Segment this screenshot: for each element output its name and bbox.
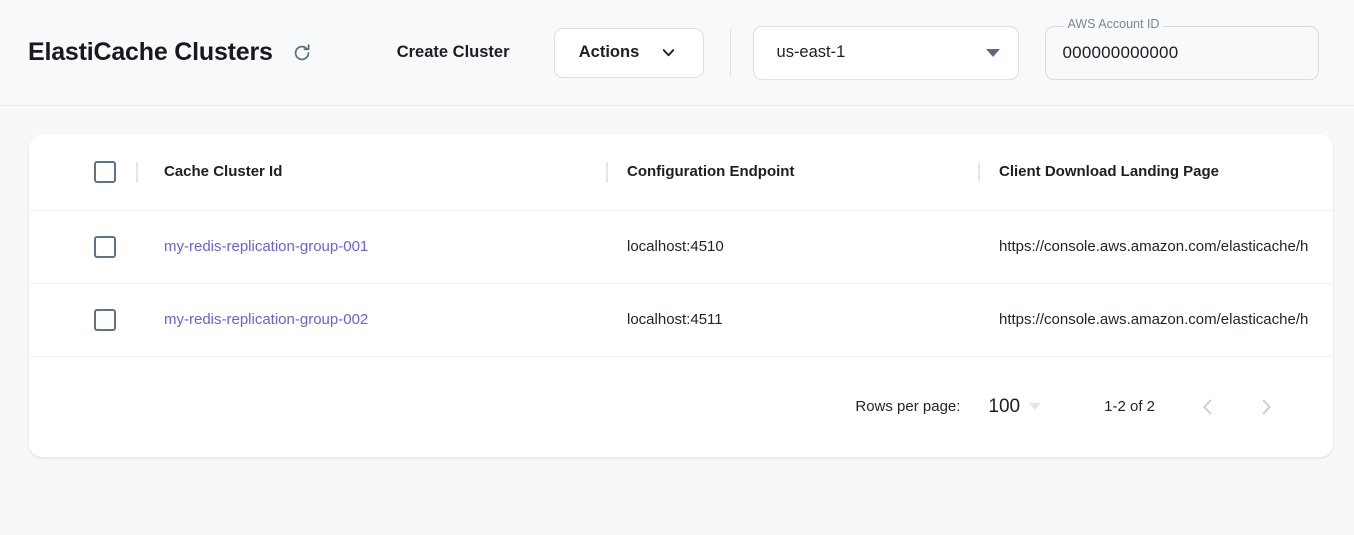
chevron-right-icon bbox=[1255, 396, 1277, 418]
rows-per-page-label: Rows per page: bbox=[855, 398, 961, 415]
cell-configuration-endpoint: localhost:4511 bbox=[606, 311, 978, 329]
rows-per-page-select[interactable]: 100 bbox=[988, 395, 1042, 418]
column-divider bbox=[978, 163, 980, 181]
previous-page-button[interactable] bbox=[1188, 387, 1228, 427]
clusters-table: Cache Cluster Id Configuration Endpoint … bbox=[29, 134, 1333, 456]
refresh-button[interactable] bbox=[289, 40, 315, 66]
region-select[interactable]: us-east-1 bbox=[752, 25, 1019, 80]
column-header-label: Cache Cluster Id bbox=[164, 163, 283, 180]
next-page-button[interactable] bbox=[1246, 387, 1286, 427]
cell-cache-cluster-id: my-redis-replication-group-002 bbox=[136, 311, 606, 329]
triangle-down-icon bbox=[985, 48, 1000, 57]
aws-account-id-field[interactable]: AWS Account ID bbox=[1044, 16, 1319, 80]
cluster-id-link[interactable]: my-redis-replication-group-002 bbox=[164, 311, 369, 328]
column-divider bbox=[606, 162, 608, 183]
pagination-bar: Rows per page: 100 1-2 of 2 bbox=[29, 357, 1333, 456]
app-header: ElastiCache Clusters Create Cluster Acti… bbox=[0, 0, 1354, 106]
region-select-value: us-east-1 bbox=[776, 43, 846, 61]
chevron-down-icon bbox=[659, 43, 678, 62]
table-header-row: Cache Cluster Id Configuration Endpoint … bbox=[29, 134, 1333, 211]
landing-page-value: https://console.aws.amazon.com/elasticac… bbox=[999, 311, 1309, 328]
page-title: ElastiCache Clusters bbox=[28, 38, 273, 66]
select-all-cell bbox=[29, 161, 136, 183]
row-checkbox[interactable] bbox=[94, 309, 116, 331]
chevron-left-icon bbox=[1197, 396, 1219, 418]
column-header-client-download-landing-page[interactable]: Client Download Landing Page bbox=[978, 163, 1333, 181]
cell-client-download-landing-page: https://console.aws.amazon.com/elasticac… bbox=[978, 238, 1333, 256]
cell-client-download-landing-page: https://console.aws.amazon.com/elasticac… bbox=[978, 311, 1333, 329]
landing-page-value: https://console.aws.amazon.com/elasticac… bbox=[999, 238, 1309, 255]
configuration-endpoint-value: localhost:4510 bbox=[627, 238, 724, 255]
triangle-down-icon bbox=[1029, 403, 1042, 410]
column-divider bbox=[136, 162, 138, 183]
column-header-label: Configuration Endpoint bbox=[627, 163, 795, 180]
pagination-range: 1-2 of 2 bbox=[1104, 398, 1155, 415]
cluster-id-link[interactable]: my-redis-replication-group-001 bbox=[164, 238, 369, 255]
actions-button[interactable]: Actions bbox=[553, 27, 704, 78]
rows-per-page-value: 100 bbox=[988, 395, 1021, 417]
column-header-configuration-endpoint[interactable]: Configuration Endpoint bbox=[606, 162, 978, 183]
actions-button-label: Actions bbox=[578, 43, 640, 61]
cell-cache-cluster-id: my-redis-replication-group-001 bbox=[136, 238, 606, 256]
table-row: my-redis-replication-group-002 localhost… bbox=[29, 284, 1333, 357]
row-select-cell bbox=[29, 236, 136, 258]
title-group: ElastiCache Clusters bbox=[28, 38, 315, 67]
table-row: my-redis-replication-group-001 localhost… bbox=[29, 211, 1333, 284]
column-header-cache-cluster-id[interactable]: Cache Cluster Id bbox=[136, 162, 606, 183]
row-checkbox[interactable] bbox=[94, 236, 116, 258]
aws-account-id-input[interactable] bbox=[1044, 25, 1319, 80]
configuration-endpoint-value: localhost:4511 bbox=[627, 311, 723, 328]
header-divider bbox=[729, 28, 731, 77]
refresh-icon bbox=[291, 42, 313, 64]
row-select-cell bbox=[29, 309, 136, 331]
clusters-card: Cache Cluster Id Configuration Endpoint … bbox=[29, 134, 1333, 457]
select-all-checkbox[interactable] bbox=[94, 161, 116, 183]
column-header-label: Client Download Landing Page bbox=[999, 163, 1220, 180]
create-cluster-button[interactable]: Create Cluster bbox=[387, 33, 520, 72]
cell-configuration-endpoint: localhost:4510 bbox=[606, 238, 978, 256]
